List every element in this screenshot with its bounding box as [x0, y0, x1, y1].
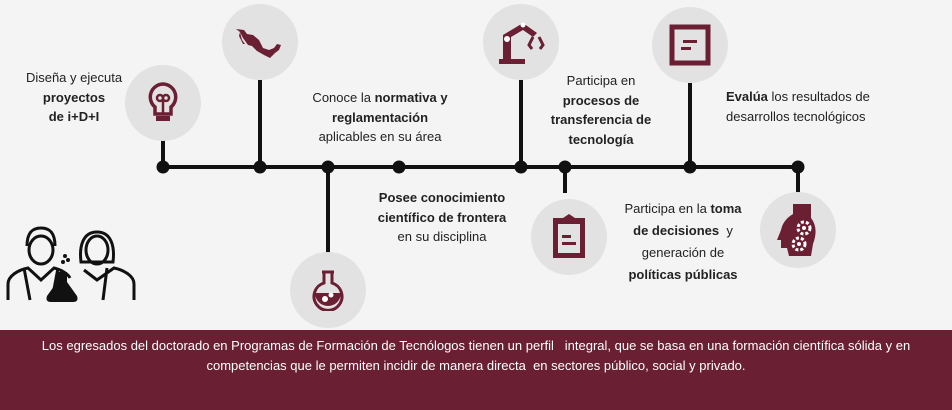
footer-text: Los egresados del doctorado en Programas…: [41, 338, 914, 373]
timeline-dot: [253, 160, 267, 174]
text-line: en su disciplina: [397, 229, 487, 244]
timeline-dot: [392, 160, 406, 174]
timeline-dot: [683, 160, 697, 174]
text-line: Participa en la: [624, 201, 711, 216]
text-line: Diseña y ejecuta: [25, 70, 123, 85]
timeline-dot: [514, 160, 528, 174]
text-line: Conoce la: [312, 90, 375, 105]
stem: [796, 167, 800, 193]
item-text-knowledge: Posee conocimiento científico de fronter…: [378, 188, 507, 247]
timeline-dot: [558, 160, 572, 174]
scientists-icon: [5, 224, 137, 309]
timeline-dot: [156, 160, 170, 174]
item-text-decisions: Participa en la toma de decisiones y gen…: [624, 198, 741, 286]
item-text-design-projects: Diseña y ejecuta proyectos de i+D+I: [26, 68, 122, 127]
text-bold: toma: [710, 201, 742, 216]
timeline-line: [163, 165, 800, 169]
head-gears-icon: [760, 192, 836, 268]
stem: [258, 80, 262, 167]
text-line: desarrollos tecnológicos: [726, 108, 866, 124]
text-bold: científico de frontera: [377, 209, 507, 225]
stem: [161, 140, 165, 167]
item-text-regulations: Conoce la normativa y reglamentación apl…: [312, 88, 447, 147]
stem: [688, 83, 692, 167]
timeline-dot: [321, 160, 335, 174]
footer-banner: Los egresados del doctorado en Programas…: [0, 330, 952, 410]
item-text-evaluates: Evalúa los resultados de desarrollos tec…: [726, 87, 870, 126]
text-bold: proyectos: [42, 89, 106, 105]
text-line: los resultados de: [767, 89, 870, 104]
text-bold: de i+D+I: [48, 109, 100, 124]
text-line: generación de: [641, 245, 725, 260]
stem: [519, 80, 523, 167]
robot-arm-icon: [483, 4, 559, 80]
text-bold: procesos de: [562, 92, 640, 108]
stem: [326, 167, 330, 253]
text-bold: normativa y: [374, 90, 448, 105]
timeline-dash: [599, 165, 615, 169]
text-bold: Posee conocimiento: [378, 190, 506, 205]
timeline-dot: [791, 160, 805, 174]
stem: [563, 167, 567, 193]
text-bold: políticas públicas: [628, 267, 738, 282]
lightbulb-icon: [125, 65, 201, 141]
item-text-technology-transfer: Participa en procesos de transferencia d…: [551, 71, 651, 149]
flask-icon: [290, 252, 366, 328]
text-bold: reglamentación: [331, 109, 429, 125]
text-bold: Evalúa: [726, 89, 768, 104]
text-bold: de decisiones: [633, 223, 720, 238]
text-line: aplicables en su área: [318, 129, 442, 144]
document-icon: [652, 7, 728, 83]
clipboard-icon: [531, 199, 607, 275]
text-bold: tecnología: [568, 131, 634, 147]
text-line: Participa en: [566, 73, 636, 88]
text-bold: transferencia de: [550, 112, 652, 127]
text-line: y: [719, 223, 733, 238]
mexico-map-icon: [222, 4, 298, 80]
